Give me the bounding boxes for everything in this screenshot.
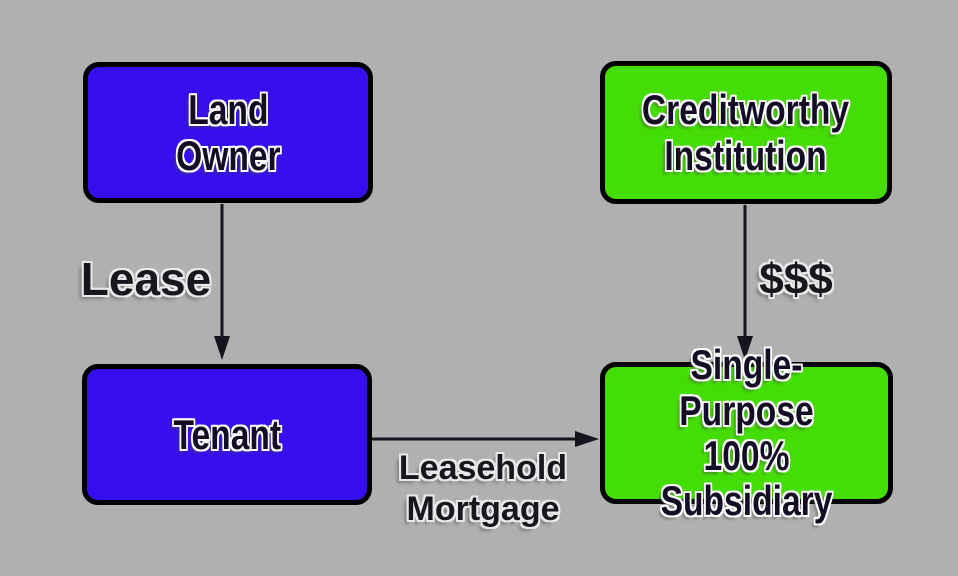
tenant-label: Tenant — [173, 410, 281, 458]
land-owner-label: Land Owner — [175, 86, 281, 179]
subsidiary-label: Single-Purpose 100% Subsidiary — [660, 341, 833, 525]
money-arrow-label: $$$ — [759, 255, 833, 304]
leasehold-mortgage-arrow-label: Leasehold Mortgage — [398, 449, 568, 529]
land-owner-box: Land Owner — [83, 62, 373, 203]
lease-arrow-label: Lease — [80, 253, 212, 305]
tenant-box: Tenant — [82, 364, 372, 505]
creditworthy-institution-box: Creditworthy Institution — [600, 61, 892, 204]
leasehold-mortgage-arrow — [372, 431, 599, 447]
subsidiary-box: Single-Purpose 100% Subsidiary — [600, 342, 893, 524]
creditworthy-institution-label: Creditworthy Institution — [642, 86, 850, 179]
